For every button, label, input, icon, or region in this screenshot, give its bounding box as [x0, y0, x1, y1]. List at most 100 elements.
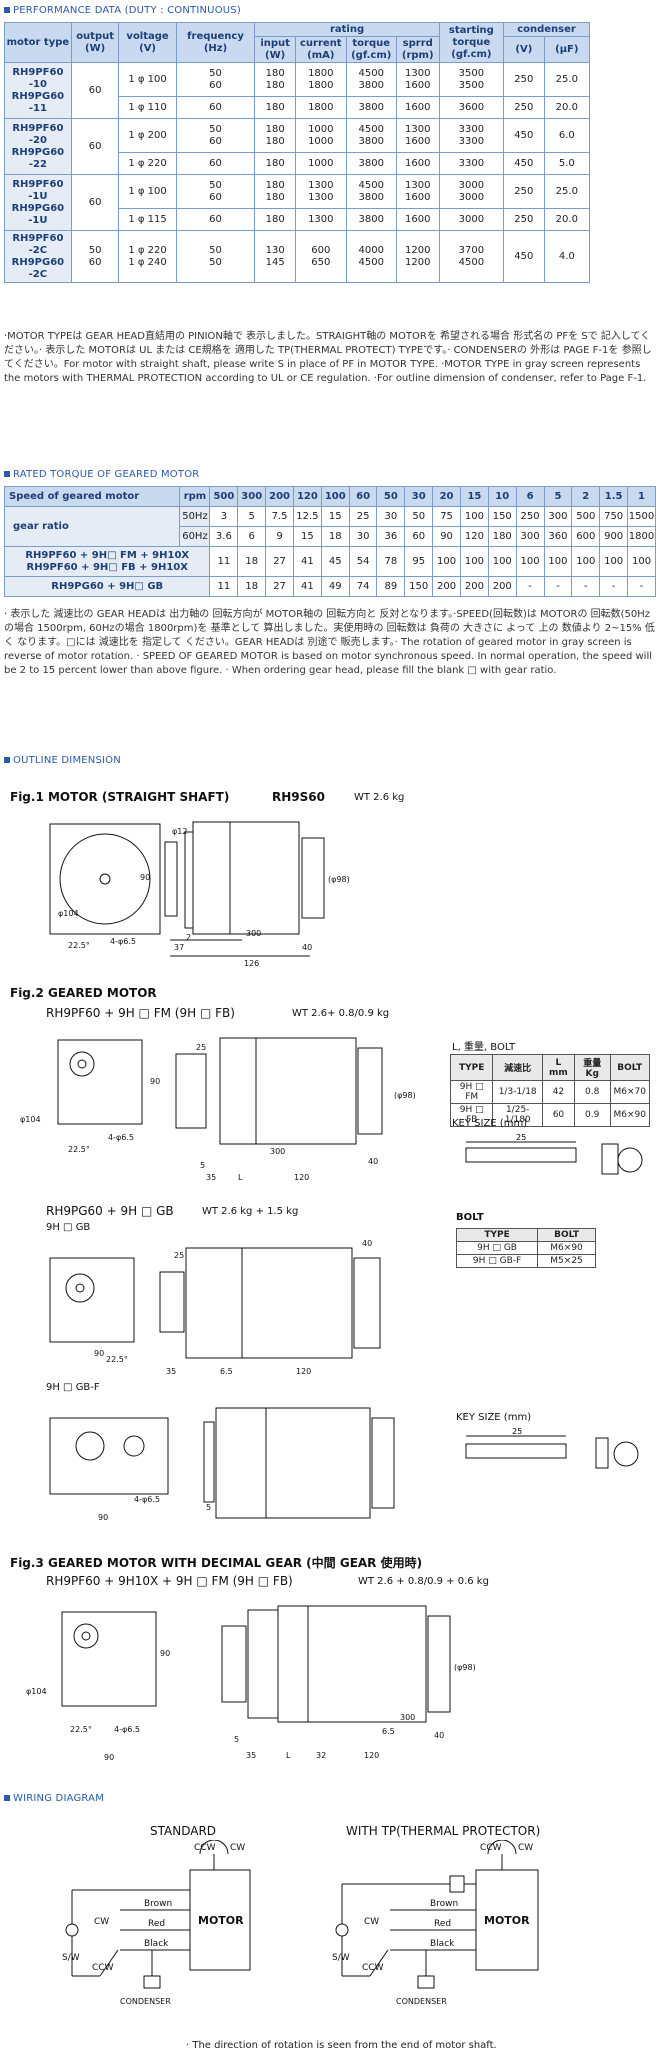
- speed-value-cell: 1: [627, 486, 656, 507]
- starting-torque-cell: 3500 3500: [438, 62, 505, 97]
- ratio50-cell: 300: [543, 506, 573, 527]
- speed-value-cell: 2: [571, 486, 601, 507]
- fig2gbf-dim-4-65: 4-φ6.5: [134, 1495, 160, 1504]
- bolt-cell: M6×90: [537, 1241, 596, 1255]
- frequency-cell: 60: [175, 152, 256, 175]
- std-ccw-label: CCW: [194, 1843, 216, 1853]
- std-motor-label: MOTOR: [198, 1914, 244, 1927]
- current-header: current(mA): [294, 36, 347, 63]
- fig2-title: Fig.2 GEARED MOTOR: [10, 986, 157, 1000]
- fig2-cell: M6×90: [609, 1103, 650, 1127]
- torque-fm-cell: 45: [320, 546, 350, 577]
- voltage-cell: 1 φ 100: [118, 62, 177, 97]
- wiring-section-title: WIRING DIAGRAM: [4, 1790, 104, 1806]
- fig2gbf-dim-90: 90: [98, 1513, 108, 1522]
- fig2-dim-35: 35: [206, 1173, 216, 1182]
- starting-torque-cell: 3300: [438, 152, 505, 175]
- fig3-dim-90: 90: [160, 1649, 170, 1658]
- frequency-cell: 60: [175, 208, 256, 231]
- ratio60-cell: 90: [432, 526, 461, 547]
- bolt-th: TYPE: [455, 1228, 539, 1242]
- output-cell: 50 60: [70, 230, 120, 283]
- speed-value-cell: 20: [432, 486, 461, 507]
- fig3-dim-40: 40: [434, 1731, 444, 1740]
- fig1-title: Fig.1 MOTOR (STRAIGHT SHAFT): [10, 790, 230, 804]
- current-cell: 1300 1300: [294, 174, 347, 209]
- ratio60-cell: 36: [376, 526, 406, 547]
- frequency-cell: 50 60: [175, 118, 256, 153]
- speed-value-cell: 30: [404, 486, 434, 507]
- torque-gb-cell: -: [599, 576, 629, 597]
- fig1-dim-98: (φ98): [328, 875, 350, 884]
- standard-ac-source: [65, 1923, 79, 1937]
- fig3-title: Fig.3 GEARED MOTOR WITH DECIMAL GEAR (中間…: [10, 1556, 423, 1570]
- wiring-standard-title: STANDARD: [150, 1824, 217, 1838]
- fig2-dim-40: 40: [368, 1157, 378, 1166]
- fig1-dim-4-65: 4-φ6.5: [110, 937, 136, 946]
- speed-value-cell: 60: [348, 486, 378, 507]
- tp-condenser-label: CONDENSER: [396, 1997, 447, 2006]
- fig2-l-table: TYPE 減速比 L mm 重量 Kg BOLT 9H □ FM 1/3-1/1…: [449, 1054, 650, 1127]
- ratio50-cell: 7.5: [265, 506, 294, 527]
- ratio50-cell: 750: [599, 506, 629, 527]
- ratio60-cell: 600: [571, 526, 601, 547]
- fig3-dim-L: L: [286, 1751, 291, 1760]
- speed-value-cell: 50: [376, 486, 406, 507]
- speed-cell: 1300 1600: [395, 174, 440, 209]
- fig2-th: L mm: [541, 1054, 575, 1081]
- bullet-icon: [4, 1795, 10, 1801]
- speed-cell: 1300 1600: [395, 118, 440, 153]
- torque-gb-cell: -: [543, 576, 573, 597]
- fig1-weight: WT 2.6 kg: [354, 792, 405, 803]
- fig2-cell: 1/3-1/18: [492, 1080, 543, 1104]
- fig3-weight: WT 2.6 + 0.8/0.9 + 0.6 kg: [358, 1576, 489, 1587]
- tp-cw-label: CW: [518, 1843, 533, 1853]
- speed-value-cell: 120: [292, 486, 322, 507]
- cond-v-header: (V): [503, 36, 545, 63]
- std-sw-label: S/W: [62, 1953, 80, 1963]
- torque-note: · 表示した 減速比の GEAR HEADは 出力軸の 回転方向が MOTOR軸…: [4, 609, 655, 676]
- speed-value-cell: 1.5: [599, 486, 629, 507]
- fig2-table-title: L, 重量, BOLT: [452, 1042, 516, 1053]
- bolt-cell: M5×25: [537, 1254, 596, 1268]
- fig1-dim-90: 90: [140, 873, 150, 882]
- fig2-dim-d104: φ104: [20, 1115, 41, 1124]
- speed-cell: 1600: [395, 152, 440, 175]
- cond-uf-header: (μF): [543, 36, 591, 63]
- cond-v-cell: 250: [503, 62, 545, 97]
- frequency-cell: 50 60: [175, 62, 256, 97]
- input-cell: 180 180: [254, 174, 296, 209]
- torque-cell: 4500 3800: [345, 118, 397, 153]
- fig1-drawing: φ104 90 φ12 4-φ6.5 22.5° 300 37 2 126 40…: [49, 821, 350, 968]
- ratio50-cell: 12.5: [292, 506, 322, 527]
- fig1-dim-d104: φ104: [58, 909, 79, 918]
- speed-cell: 1600: [395, 208, 440, 231]
- speed-value-cell: 300: [237, 486, 267, 507]
- motor-type-cell: RH9PF60 -20 RH9PG60 -22: [4, 118, 72, 175]
- tp-sw-label: S/W: [332, 1953, 350, 1963]
- ratio50-cell: 30: [376, 506, 406, 527]
- voltage-cell: 1 φ 110: [118, 96, 177, 119]
- tp-ac-source: [335, 1923, 349, 1937]
- ratio50-cell: 500: [571, 506, 601, 527]
- speed-value-cell: 200: [265, 486, 294, 507]
- speed-value-cell: 5: [543, 486, 573, 507]
- fig1-dim-40: 40: [302, 943, 312, 952]
- ratio60-cell: 900: [599, 526, 629, 547]
- fig2-drawing-gb: 90 22.5° 35 6.5 120 40 25: [49, 1239, 381, 1376]
- torque-fm-cell: 11: [209, 546, 239, 577]
- std-black-label: Black: [144, 1939, 169, 1949]
- fig2-th: TYPE: [449, 1054, 494, 1081]
- row1-label: RH9PF60 + 9H□ FM + 9H10X RH9PF60 + 9H□ F…: [3, 546, 211, 577]
- fig3-model: RH9PF60 + 9H10X + 9H □ FM (9H □ FB): [46, 1574, 293, 1588]
- fig2gb-dim-65: 6.5: [220, 1367, 233, 1376]
- performance-table: motor type output(W) voltage(V) frequenc…: [4, 22, 591, 283]
- fig2-cell: 9H □ FM: [449, 1080, 494, 1104]
- cond-uf-cell: 25.0: [543, 174, 591, 209]
- input-cell: 180: [254, 96, 296, 119]
- fig2-dim-300: 300: [270, 1147, 285, 1156]
- speed-cell: 1300 1600: [395, 62, 440, 97]
